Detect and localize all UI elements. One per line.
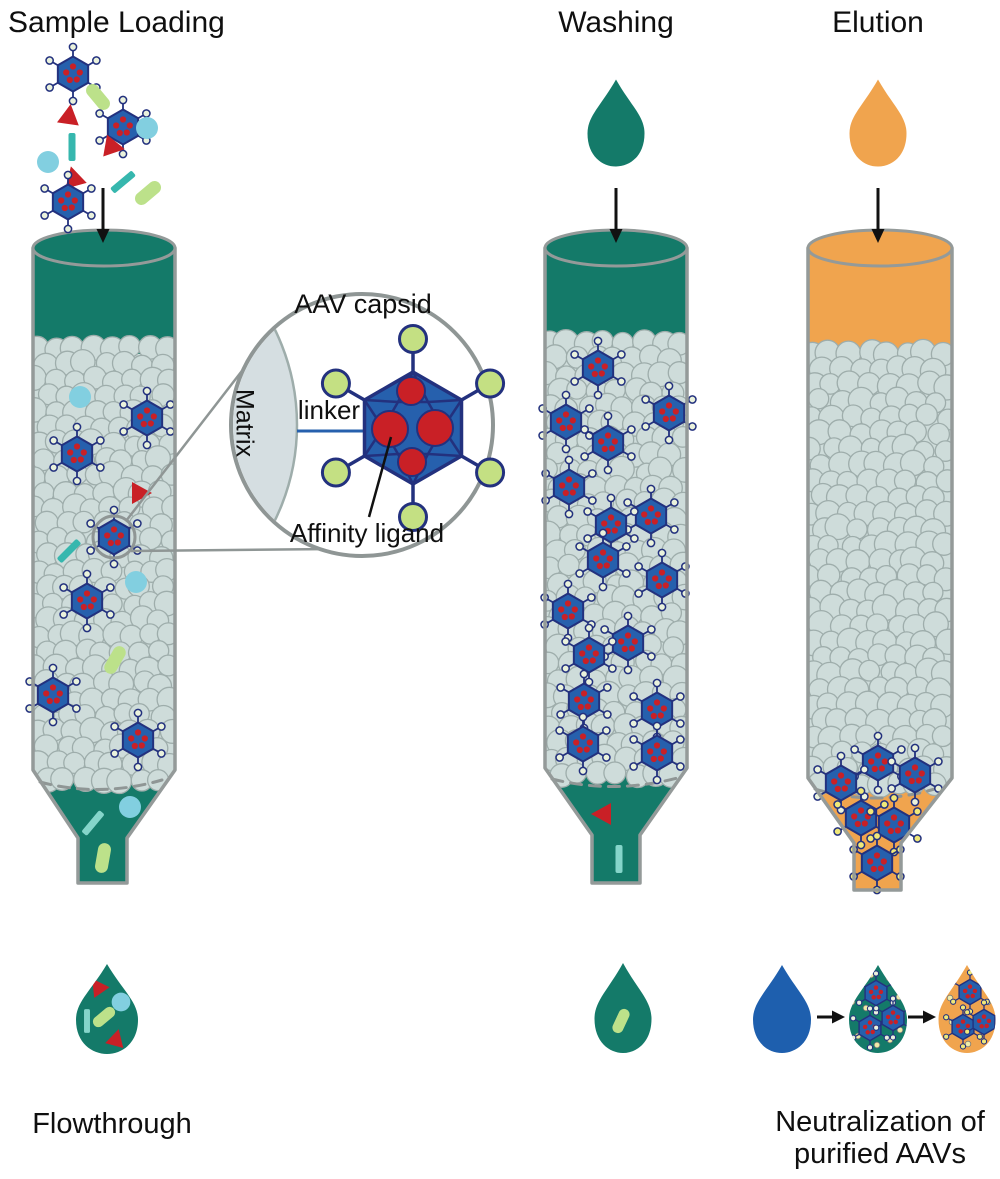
step-arrow-icon bbox=[908, 1010, 936, 1024]
impurity-triangle-icon bbox=[105, 1029, 124, 1048]
impurity-rod-icon bbox=[57, 539, 81, 563]
aav-capsid-icon bbox=[873, 995, 907, 1041]
aav-capsid-inset-icon bbox=[320, 324, 506, 532]
aav-capsid-icon bbox=[629, 721, 685, 785]
impurity-triangle-icon bbox=[56, 104, 79, 126]
aav-capsid-icon bbox=[964, 999, 996, 1045]
impurity-rod-icon bbox=[615, 845, 623, 873]
flow-arrow-icon bbox=[871, 188, 885, 243]
flowthrough-label: Flowthrough bbox=[32, 1108, 192, 1140]
impurity-circle-icon bbox=[69, 386, 91, 408]
elution-title: Elution bbox=[832, 6, 924, 39]
aav-capsid-icon bbox=[555, 712, 611, 776]
aav-capsid-icon bbox=[813, 751, 869, 815]
aav-capsid-icon bbox=[629, 678, 685, 742]
aav-capsid-icon bbox=[580, 411, 636, 475]
aav-capsid-icon bbox=[561, 623, 617, 687]
neutralized-aav-droplet bbox=[938, 965, 996, 1053]
affinity-ligand-label: Affinity ligand bbox=[289, 518, 445, 548]
aav-capsid-label: AAV capsid bbox=[294, 289, 432, 319]
aav-capsid-icon bbox=[110, 708, 166, 772]
neutralization-blue-droplet bbox=[753, 965, 811, 1053]
impurity-pill-icon bbox=[104, 646, 126, 674]
sample-mixture-cluster bbox=[37, 42, 162, 234]
impurity-pill-icon bbox=[95, 843, 111, 873]
impurity-rod-icon bbox=[82, 810, 104, 836]
neutralization-green-droplet bbox=[849, 965, 907, 1053]
impurity-circle-icon bbox=[111, 992, 131, 1012]
droplet-contents bbox=[84, 978, 131, 1048]
neutralization-line2: purified AAVs bbox=[794, 1138, 966, 1170]
impurity-pill-icon bbox=[86, 83, 110, 111]
impurity-triangle-icon bbox=[92, 978, 110, 998]
wash-buffer-droplet bbox=[587, 79, 645, 167]
washing-column bbox=[538, 188, 697, 885]
linker-label: linker bbox=[297, 395, 361, 425]
elution-buffer-droplet bbox=[849, 79, 907, 167]
impurity-circle-icon bbox=[119, 796, 141, 818]
aav-capsid-icon bbox=[600, 611, 656, 675]
sample-loading-title: Sample Loading bbox=[8, 6, 225, 39]
droplet-contents bbox=[943, 969, 996, 1050]
droplet-contents bbox=[612, 1008, 630, 1034]
sample-loading-column bbox=[25, 188, 177, 885]
impurity-circle-icon bbox=[37, 151, 59, 173]
impurity-pill-icon bbox=[92, 1006, 116, 1028]
impurity-triangle-icon bbox=[132, 482, 152, 504]
aav-capsid-icon bbox=[575, 528, 631, 592]
aav-capsid-icon bbox=[866, 793, 922, 857]
elution-column bbox=[806, 188, 954, 895]
impurity-pill-icon bbox=[134, 181, 162, 205]
aav-capsid-inset bbox=[229, 292, 506, 558]
wash-out-droplet bbox=[594, 963, 652, 1053]
aav-capsid-icon bbox=[641, 381, 697, 445]
aav-capsid-icon bbox=[556, 669, 612, 733]
aav-capsid-icon bbox=[540, 579, 596, 643]
matrix-lens bbox=[233, 296, 299, 554]
aav-capsid-icon bbox=[119, 386, 175, 450]
flow-arrow-icon bbox=[609, 188, 623, 243]
matrix-label: Matrix bbox=[230, 388, 259, 458]
aav-capsid-icon bbox=[850, 1005, 890, 1051]
aav-capsid-icon bbox=[59, 569, 115, 633]
step-arrow-icon bbox=[817, 1010, 845, 1024]
flowthrough-droplet bbox=[76, 964, 138, 1054]
aav-capsid-icon bbox=[49, 422, 105, 486]
impurity-triangle-icon bbox=[591, 803, 611, 825]
aav-capsid-icon bbox=[45, 42, 101, 106]
flow-arrow-icon bbox=[96, 188, 110, 243]
neutralization-label: Neutralization of purified AAVs bbox=[775, 1106, 985, 1170]
aav-capsid-icon bbox=[623, 484, 679, 548]
aav-capsid-icon bbox=[570, 336, 626, 400]
impurity-rod-icon bbox=[84, 1009, 90, 1033]
droplet-contents bbox=[849, 970, 907, 1051]
impurity-circle-icon bbox=[125, 571, 147, 593]
aav-capsid-icon bbox=[40, 170, 96, 234]
impurity-triangle-icon bbox=[103, 134, 125, 157]
neutralization-line1: Neutralization of bbox=[775, 1106, 985, 1138]
resin-beads bbox=[808, 338, 952, 798]
washing-title: Washing bbox=[558, 6, 674, 39]
impurity-rod-icon bbox=[68, 133, 76, 161]
impurity-rod-icon bbox=[110, 171, 136, 193]
impurity-circle-icon bbox=[136, 117, 158, 139]
impurity-pill-icon bbox=[612, 1008, 630, 1034]
